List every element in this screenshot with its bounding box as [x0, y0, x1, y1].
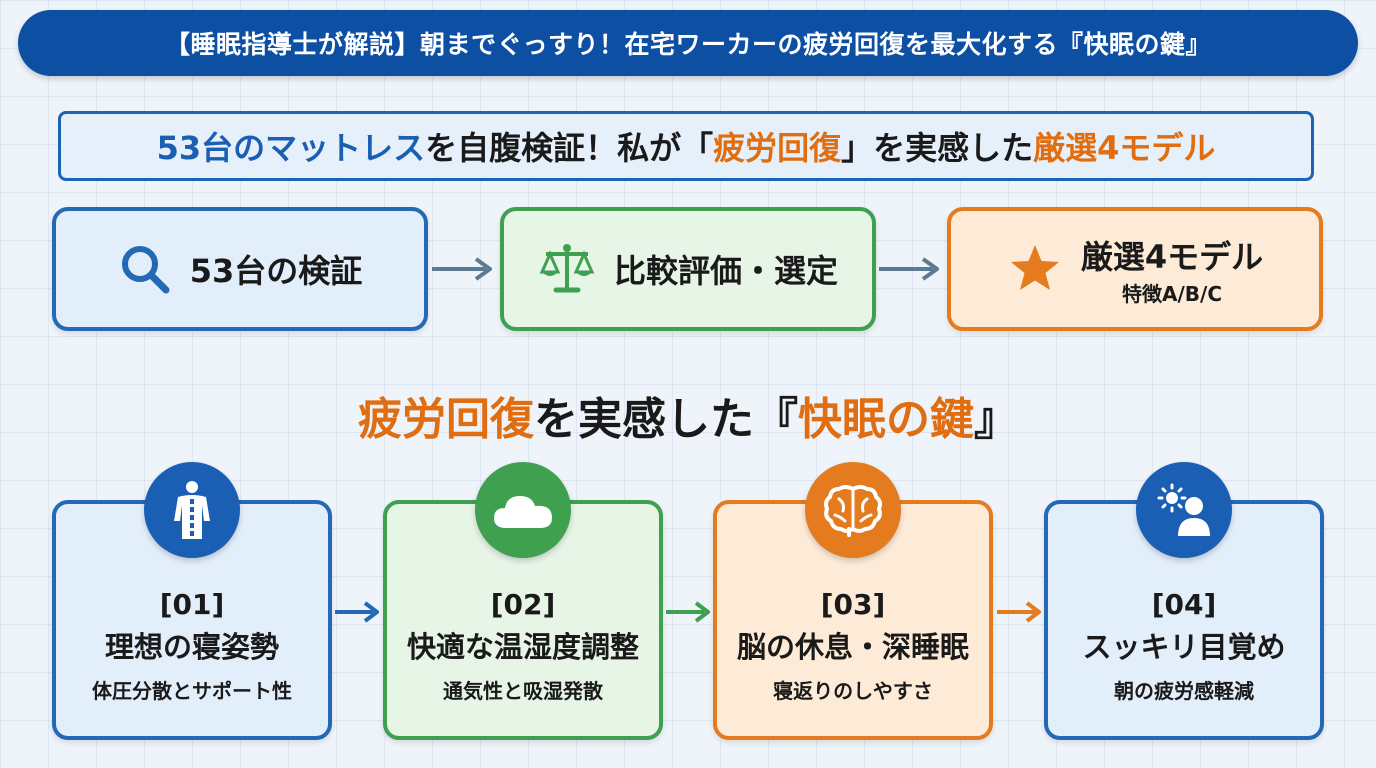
- scale-icon: [539, 244, 595, 293]
- card-description: 朝の疲労感軽減: [1114, 679, 1254, 703]
- subtitle-box: 53台のマットレスを自腹検証！私が「疲労回復」を実感した厳選4モデル: [58, 111, 1314, 181]
- arrow-right-icon: [432, 257, 492, 281]
- step-label: 53台の検証: [189, 252, 363, 290]
- cloud-icon: [494, 496, 552, 528]
- card-description: 寝返りのしやすさ: [773, 679, 933, 703]
- step-sublabel: 特徴A/B/C: [1121, 281, 1222, 306]
- subtitle-part5: 厳選4モデル: [1033, 129, 1216, 167]
- heading-part2: を実感した『: [534, 394, 798, 445]
- step-label: 比較評価・選定: [613, 252, 838, 290]
- card-title: 快適な温湿度調整: [406, 630, 639, 664]
- card-icon-circle: [144, 462, 240, 558]
- subtitle-part2: を自腹検証！私が「: [425, 129, 714, 167]
- title-banner: 【睡眠指導士が解説】朝までぐっすり！在宅ワーカーの疲労回復を最大化する『快眠の鍵…: [18, 10, 1358, 76]
- heading-part1: 疲労回復: [358, 394, 534, 445]
- sun-person-icon: [1157, 483, 1210, 536]
- step-label: 厳選4モデル: [1080, 237, 1264, 276]
- spine-icon: [174, 481, 210, 539]
- brain-icon: [824, 485, 882, 537]
- card-number: [03]: [820, 588, 886, 621]
- star-icon: [1010, 245, 1059, 290]
- card-title: スッキリ目覚め: [1082, 630, 1286, 664]
- subtitle-part3: 疲労回復: [713, 129, 842, 167]
- card-title: 脳の休息・深睡眠: [736, 630, 969, 664]
- subtitle-part4: 」を実感した: [841, 129, 1034, 167]
- step-selected-models: 厳選4モデル 特徴A/B/C: [947, 207, 1323, 331]
- arrow-right-icon: [879, 257, 939, 281]
- subtitle-part1: 53台のマットレス: [156, 129, 426, 167]
- card-number: [04]: [1151, 588, 1217, 621]
- arrow-right-icon: [335, 601, 379, 623]
- card-icon-circle: [805, 462, 901, 558]
- card-description: 通気性と吸湿発散: [443, 679, 603, 703]
- card-description: 体圧分散とサポート性: [92, 679, 292, 703]
- card-icon-circle: [1136, 462, 1232, 558]
- card-number: [01]: [159, 588, 225, 621]
- heading-part3: 快眠の鍵: [798, 394, 974, 445]
- card-title: 理想の寝姿勢: [104, 630, 279, 664]
- step-verification: 53台の検証: [52, 207, 428, 331]
- arrow-right-icon: [997, 601, 1041, 623]
- key-card-deep-sleep: [03] 脳の休息・深睡眠 寝返りのしやすさ: [713, 500, 993, 740]
- heading-part4: 』: [974, 394, 1018, 445]
- step-comparison: 比較評価・選定: [500, 207, 876, 331]
- card-number: [02]: [490, 588, 556, 621]
- search-icon: [121, 246, 170, 294]
- arrow-right-icon: [666, 601, 710, 623]
- card-icon-circle: [475, 462, 571, 558]
- banner-text: 【睡眠指導士が解説】朝までぐっすり！在宅ワーカーの疲労回復を最大化する『快眠の鍵…: [164, 30, 1211, 59]
- section-heading: 疲労回復を実感した『快眠の鍵』: [0, 380, 1376, 450]
- key-card-posture: [01] 理想の寝姿勢 体圧分散とサポート性: [52, 500, 332, 740]
